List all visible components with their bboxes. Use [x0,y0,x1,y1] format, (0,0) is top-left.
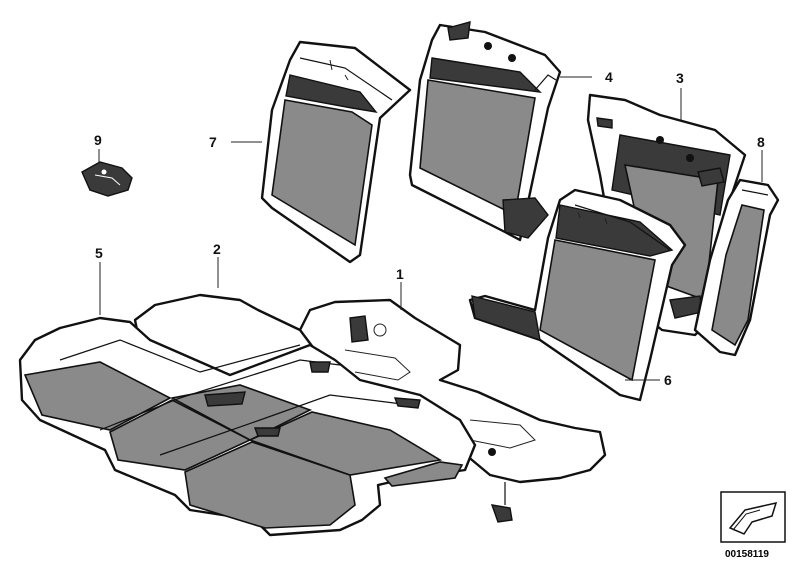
callout-3: 3 [676,70,684,86]
part-6-right-backrest-cover[interactable] [468,188,687,402]
part-number-label: 00158119 [725,549,769,560]
callout-4: 4 [605,69,613,85]
callout-1: 1 [396,266,404,282]
part-5-seat-cushion-cover[interactable] [18,316,477,537]
part-9-clip[interactable] [81,161,133,197]
leader-lines [98,76,763,381]
callout-2: 2 [213,241,221,257]
part-7-left-backrest-cover[interactable] [260,40,412,264]
callout-9: 9 [94,132,102,148]
callout-7: 7 [209,134,217,150]
part-4-center-backrest[interactable] [408,21,562,242]
callout-5: 5 [95,245,103,261]
callout-6: 6 [664,372,672,388]
arrow-symbol-icon [720,491,786,543]
part-8-side-bolster[interactable] [693,178,780,357]
callout-8: 8 [757,134,765,150]
